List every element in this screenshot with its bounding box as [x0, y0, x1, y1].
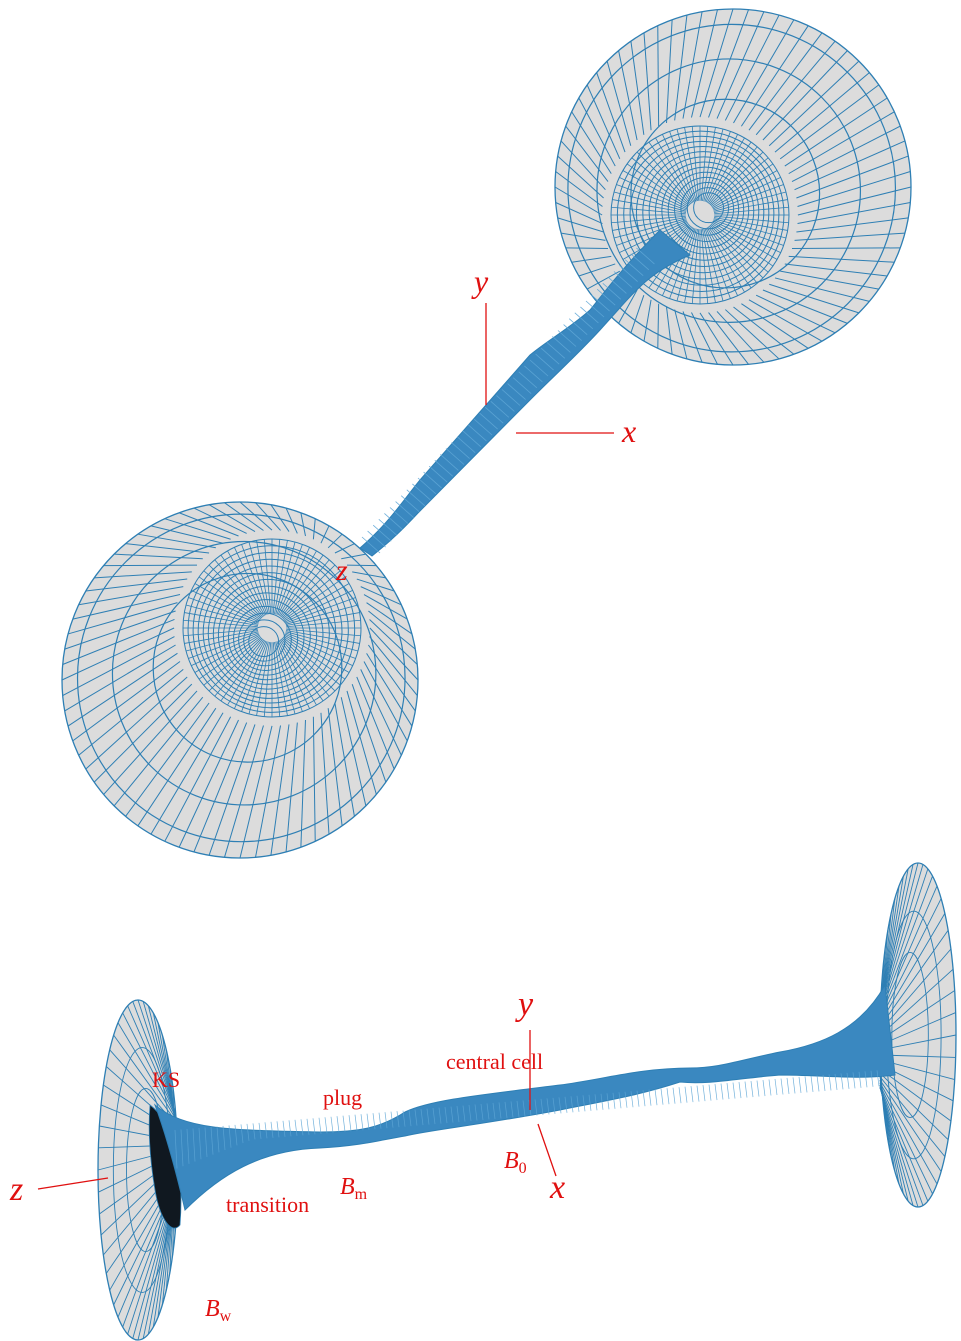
top-axis-z-label: z: [335, 554, 348, 587]
side-tube: [153, 983, 896, 1211]
side-axis-y-label: y: [515, 986, 534, 1023]
top-view: y x z: [61, 8, 912, 859]
plug-label: plug: [323, 1085, 362, 1110]
ks-label: KS: [152, 1067, 180, 1092]
lower-fan-disk: [61, 501, 419, 859]
bm-label: Bm: [340, 1174, 368, 1203]
side-axes: y x z: [9, 986, 565, 1208]
side-axis-z-label: z: [9, 1171, 23, 1208]
top-axis-y-label: y: [471, 263, 489, 299]
top-neck-tube: [359, 229, 691, 557]
side-view: y x z KS plug central cell transition B0…: [9, 862, 957, 1341]
b0-label: B0: [504, 1148, 527, 1177]
bw-label: Bw: [205, 1296, 232, 1325]
right-end-fan: [879, 862, 957, 1208]
left-end-fan: [97, 999, 182, 1341]
side-region-labels: KS plug central cell transition B0 Bm Bw: [152, 1049, 543, 1325]
top-axes: y x z: [335, 263, 636, 587]
transition-label: transition: [226, 1192, 309, 1217]
top-axis-x-label: x: [621, 413, 636, 449]
central-cell-label: central cell: [446, 1049, 543, 1074]
side-axis-x-label: x: [549, 1169, 565, 1206]
